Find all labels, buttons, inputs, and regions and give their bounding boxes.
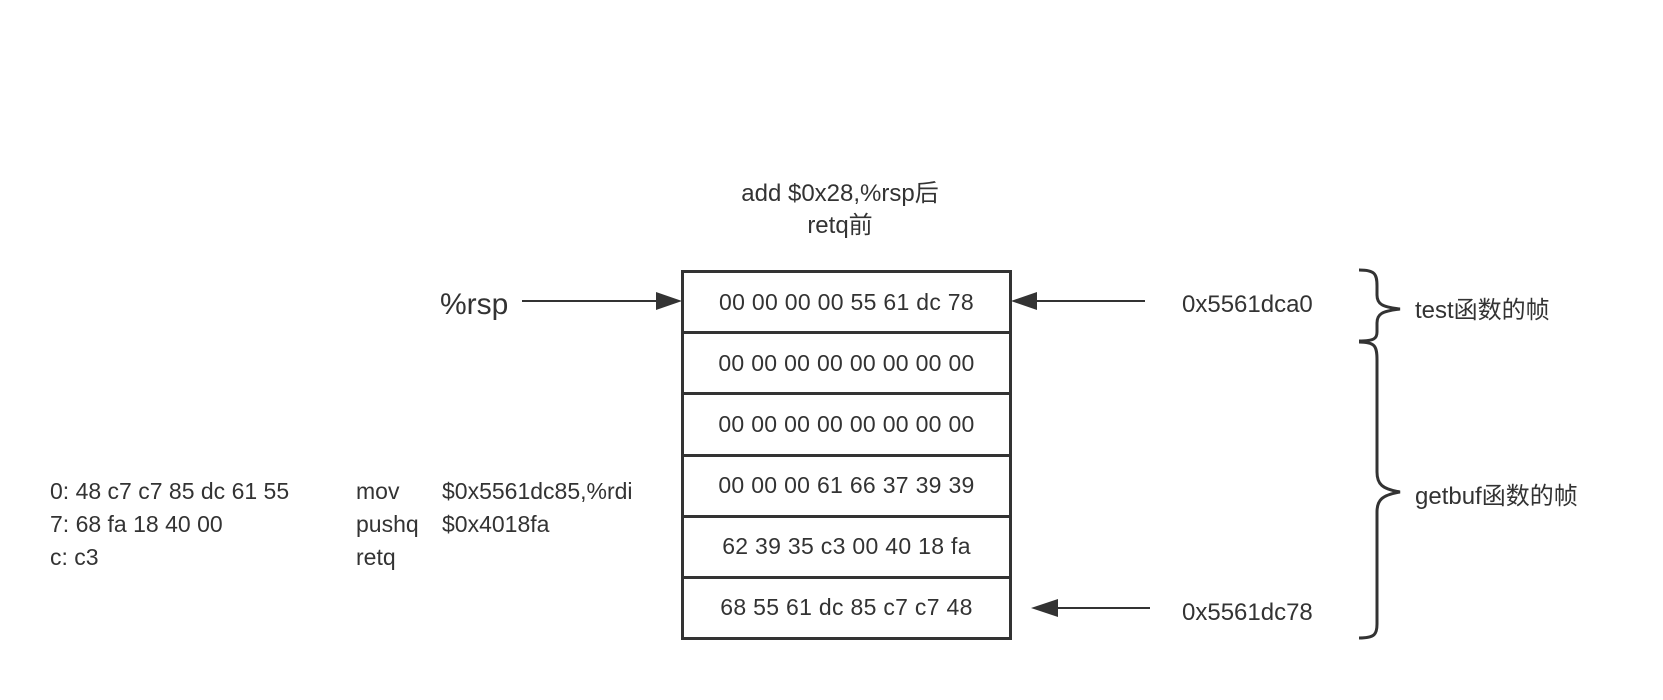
rsp-label: %rsp: [440, 288, 509, 321]
stack-cell: 00 00 00 00 00 00 00 00: [684, 395, 1009, 457]
getbuf-frame-brace: [1358, 340, 1401, 640]
rsp-arrow: [522, 292, 682, 310]
stack-cell: 00 00 00 00 55 61 dc 78: [684, 273, 1009, 335]
assembly-op: pushq: [356, 511, 419, 537]
assembly-op: retq: [356, 544, 396, 570]
stack-cell: 00 00 00 00 00 00 00 00: [684, 334, 1009, 396]
test-frame-brace: [1358, 268, 1401, 343]
stack-cell: 68 55 61 dc 85 c7 c7 48: [720, 594, 973, 621]
assembly-arg: $0x5561dc85,%rdi: [442, 478, 633, 504]
title-line-1: add $0x28,%rsp后: [741, 180, 939, 207]
stack-cell: 00 00 00 61 66 37 39 39: [684, 457, 1009, 518]
address-bottom: 0x5561dc78: [1182, 599, 1313, 626]
stack-cell: 62 39 35 c3 00 40 18 fa: [684, 518, 1009, 579]
test-frame-label: test函数的帧: [1415, 297, 1550, 324]
assembly-bytes: c: c3: [50, 544, 99, 570]
diagram-title: add $0x28,%rsp后 retq前: [690, 178, 990, 242]
stack-frame: 00 00 00 00 55 61 dc 78 00 00 00 00 00 0…: [681, 270, 1012, 640]
assembly-bytes: 7: 68 fa 18 40 00: [50, 511, 223, 537]
address-top: 0x5561dca0: [1182, 291, 1313, 318]
assembly-bytes: 0: 48 c7 c7 85 dc 61 55: [50, 478, 290, 504]
assembly-arg: $0x4018fa: [442, 511, 550, 537]
address-top-arrow: [1011, 292, 1145, 310]
address-bottom-arrow: [1031, 599, 1150, 617]
assembly-op: mov: [356, 478, 400, 504]
title-line-2: retq前: [807, 212, 873, 239]
getbuf-frame-label: getbuf函数的帧: [1415, 483, 1578, 510]
